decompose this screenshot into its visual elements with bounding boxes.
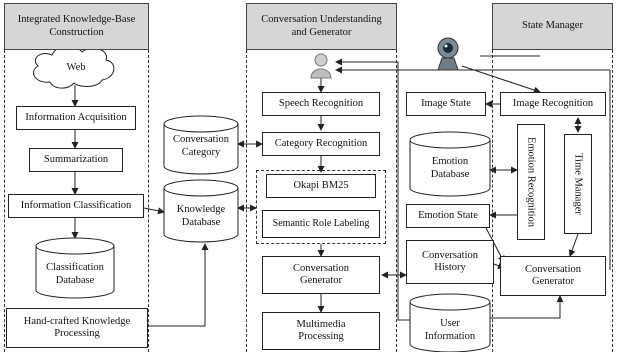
okapi-bm25-box: Okapi BM25 [266,174,376,198]
conversation-category-database [163,115,239,175]
sm-column-left-border [492,50,493,352]
speech-recognition-box: Speech Recognition [262,92,380,116]
information-acquisition-box: Information Acquisition [16,106,136,130]
arrow-camera-image [461,65,541,94]
cu-column-right-border [396,50,397,352]
information-classification-box: Information Classification [8,194,144,218]
emotion-recognition-label: Emotion Recognition [525,136,537,228]
category-recognition-box: Category Recognition [262,132,380,156]
classification-database [35,237,115,299]
user-icon [310,53,332,79]
web-label: Web [66,62,86,73]
emotion-database-label: Emotion Database [430,156,470,180]
semantic-role-labeling-box: Semantic Role Labeling [262,210,380,238]
image-state-box: Image State [406,92,486,116]
knowledge-database-label: Knowledge Database [176,204,226,228]
arrow-time-generator [568,233,579,257]
webcam-icon [437,37,459,71]
emotion-database [409,131,491,197]
emotion-state-box: Emotion State [406,204,490,228]
emotion-recognition-box: Emotion Recognition [517,124,545,240]
image-recognition-box: Image Recognition [500,92,606,116]
cu-conversation-generator-box: Conversation Generator [262,256,380,294]
user-information-label: User Information [424,318,476,342]
arrow-handcrafted-knowledge [148,243,209,327]
arrow-feedback-user [335,58,418,321]
arrow-userinfo-generator [490,295,564,319]
cu-column-header: Conversation Understanding and Generator [246,3,397,50]
sm-column-right-border [612,50,613,352]
time-manager-box: Time Manager [564,134,592,234]
sm-column-header: State Manager [492,3,613,50]
conversation-history-box: Conversation History [406,240,494,284]
knowledge-database [163,179,239,243]
user-information-database [409,293,491,352]
arrow-classification-knowledge [143,207,165,215]
retrieval-group [256,170,386,244]
summarization-box: Summarization [29,148,123,172]
cu-column-left-border [246,50,247,352]
multimedia-processing-box: Multimedia Processing [262,312,380,350]
sm-conversation-generator-box: Conversation Generator [500,256,606,296]
time-manager-label: Time Manager [572,153,584,215]
kb-column-right-border [148,50,149,352]
classification-database-label: Classification Database [46,262,104,286]
kb-column-left-border [4,50,5,352]
conversation-category-label: Conversation Category [173,134,229,158]
handcrafted-knowledge-box: Hand-crafted Knowledge Processing [6,308,148,348]
kb-column-header: Integrated Knowledge-Base Construction [4,3,149,50]
